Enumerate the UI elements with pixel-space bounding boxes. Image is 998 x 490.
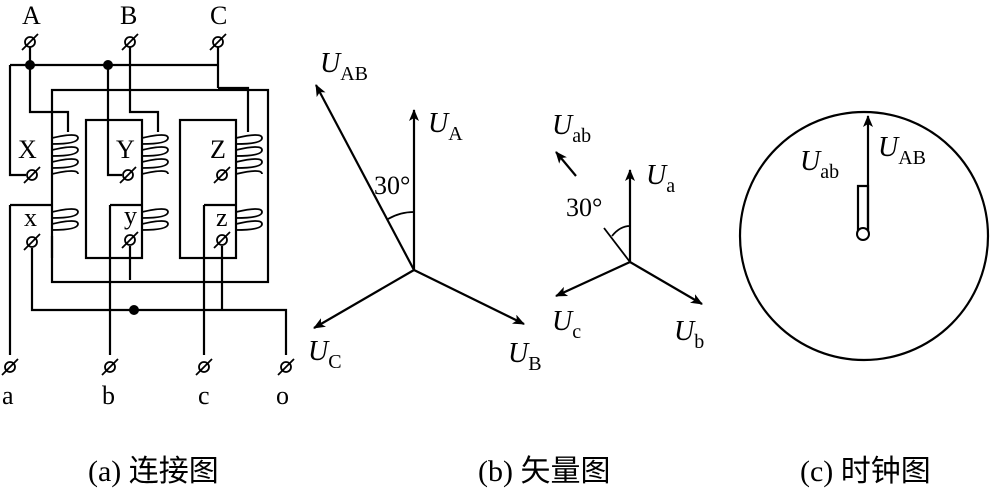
label-Z: Z <box>210 135 226 164</box>
transformer-core <box>50 88 270 284</box>
vector-Uab <box>555 151 577 177</box>
label-UB: UB <box>508 338 542 375</box>
svg-text:A: A <box>22 1 41 30</box>
primary-coil-2 <box>141 134 169 175</box>
vector-diagram-primary: UAB UA UC UB 30° <box>308 48 542 375</box>
terminal-b: b <box>101 358 119 410</box>
svg-text:C: C <box>210 1 227 30</box>
vector-UC <box>313 269 415 329</box>
terminal-y <box>121 231 139 249</box>
terminal-C: C <box>209 1 227 51</box>
label-clock-Uab: Uab <box>800 146 839 183</box>
clock-diagram: UAB Uab <box>738 110 990 362</box>
label-Y: Y <box>116 135 135 164</box>
primary-wiring <box>8 47 250 177</box>
terminal-x <box>23 233 41 251</box>
vector-diagram-secondary: Uab Ua Uc Ub 30° <box>552 110 704 353</box>
terminal-a: a <box>1 358 19 410</box>
terminal-z <box>213 231 231 249</box>
svg-text:b: b <box>102 381 115 410</box>
terminal-Z <box>213 166 231 184</box>
vector-Ub <box>629 261 703 305</box>
primary-coil-1 <box>51 134 79 175</box>
label-z: z <box>216 203 228 232</box>
svg-text:c: c <box>198 381 210 410</box>
label-Ua: Ua <box>646 160 675 197</box>
angle-arc-2 <box>611 225 631 237</box>
caption-b: (b) 矢量图 <box>478 455 611 488</box>
terminal-B: B <box>120 1 139 51</box>
label-y: y <box>124 201 137 230</box>
caption-c: (c) 时钟图 <box>800 455 931 488</box>
label-x: x <box>24 203 37 232</box>
label-X: X <box>18 135 37 164</box>
label-UC: UC <box>308 336 342 373</box>
secondary-wiring <box>8 203 288 355</box>
svg-text:o: o <box>276 381 289 410</box>
label-UA: UA <box>428 108 463 145</box>
caption-a: (a) 连接图 <box>88 455 219 488</box>
terminal-A: A <box>21 1 41 51</box>
label-UAB: UAB <box>320 48 368 85</box>
primary-coil-3 <box>235 134 263 175</box>
label-clock-UAB: UAB <box>878 132 926 169</box>
angle-label-1: 30° <box>374 171 410 200</box>
secondary-coil-2 <box>141 208 169 231</box>
clock-face <box>738 110 990 362</box>
angle-label-2: 30° <box>566 193 602 222</box>
terminal-Y <box>119 166 137 184</box>
label-Ub: Ub <box>674 316 704 353</box>
vector-UB <box>413 269 525 325</box>
angle-arc-1 <box>387 211 415 220</box>
vector-Uc <box>555 261 631 297</box>
secondary-coil-1 <box>51 208 79 231</box>
secondary-coil-3 <box>235 208 263 231</box>
clock-hand-short <box>856 184 870 232</box>
label-Uc: Uc <box>552 306 581 343</box>
terminal-o: o <box>276 358 295 410</box>
svg-text:B: B <box>120 1 137 30</box>
connection-diagram: A B C <box>1 1 295 410</box>
terminal-c: c <box>195 358 213 410</box>
clock-center <box>856 227 870 241</box>
svg-text:a: a <box>2 381 14 410</box>
vector-UAB <box>315 84 415 271</box>
label-Uab: Uab <box>552 110 591 147</box>
vector-Uab-guide <box>603 227 631 263</box>
terminal-X <box>23 166 41 184</box>
